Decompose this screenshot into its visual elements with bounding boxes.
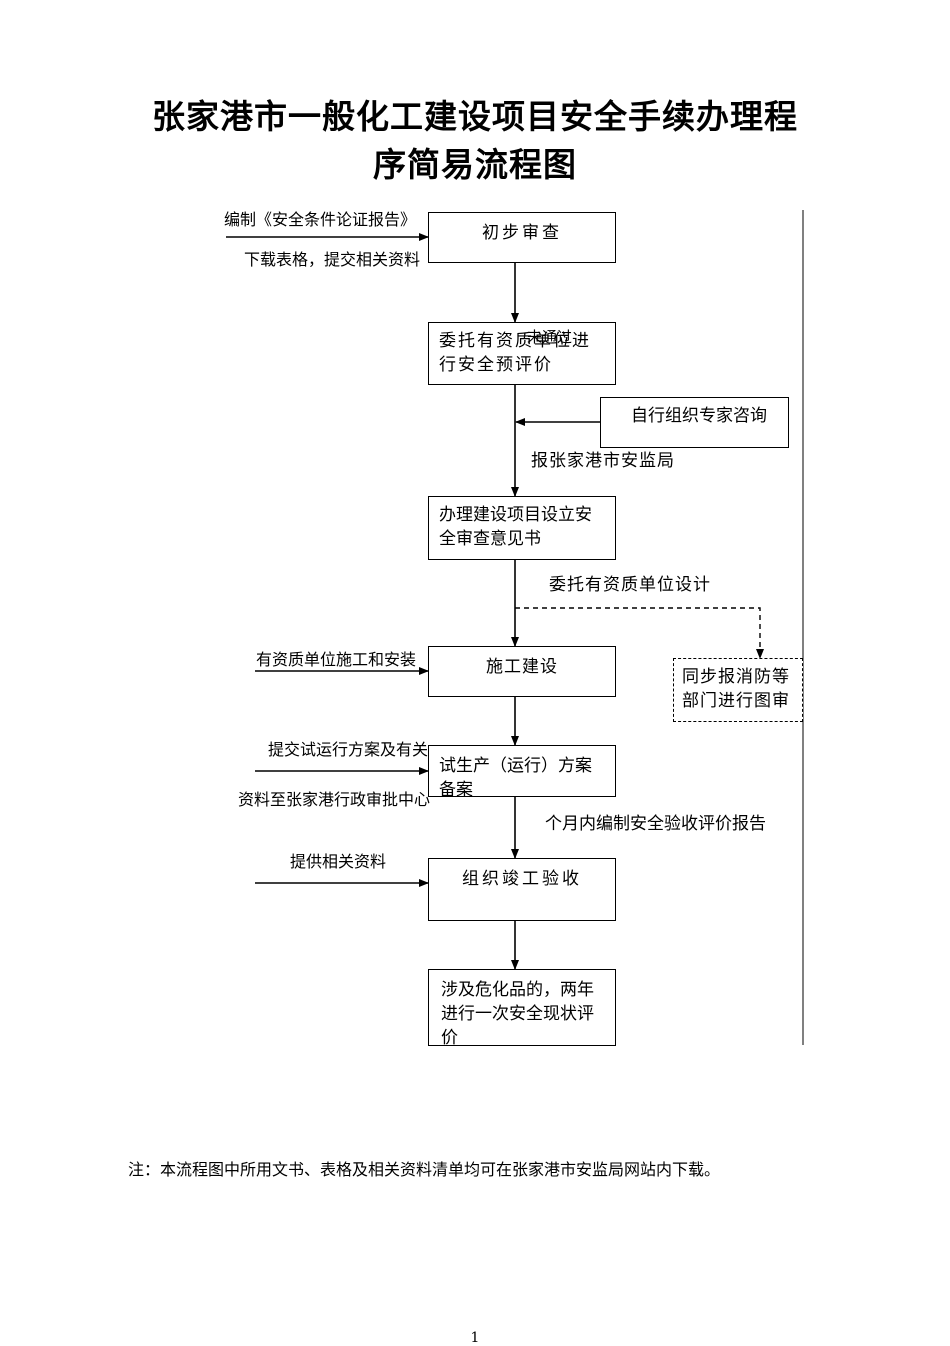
- label-download-forms: 下载表格，提交相关资料: [244, 250, 421, 269]
- label-compile-report: 编制《安全条件论证报告》: [224, 210, 417, 229]
- label-submit-trial-2: 资料至张家港行政审批中心: [238, 790, 431, 809]
- box-construction: 施工建设: [428, 646, 616, 697]
- box-review-opinion: 办理建设项目设立安全审查意见书: [428, 496, 616, 560]
- label-provide-docs: 提供相关资料: [290, 852, 387, 871]
- page-title-line-2: 序简易流程图: [373, 145, 577, 184]
- label-design: 委托有资质单位设计: [549, 575, 711, 595]
- page-number: 1: [470, 1330, 480, 1346]
- box-trial-filing: 试生产（运行）方案备案: [428, 745, 616, 800]
- box-acceptance: 组织竣工验收: [428, 858, 616, 921]
- box-fire-review: 同步报消防等部门进行图审: [673, 658, 803, 722]
- box-status-eval: 涉及危化品的，两年进行一次安全现状评价: [428, 969, 616, 1048]
- label-overlap: 未通过: [527, 328, 573, 346]
- label-report-bureau: 报张家港市安监局: [531, 451, 675, 471]
- box-pre-evaluation: 委托有资质单位进行安全预评价: [428, 322, 616, 385]
- label-acceptance-report: 个月内编制安全验收评价报告: [545, 814, 766, 834]
- box-initial-review: 初步审查: [428, 212, 616, 263]
- dashed-branch-fire-review: [515, 607, 764, 659]
- label-qualified-install: 有资质单位施工和安装: [256, 650, 417, 669]
- label-submit-trial-1: 提交试运行方案及有关: [268, 740, 429, 759]
- page-title-line-1: 张家港市一般化工建设项目安全手续办理程: [152, 97, 798, 136]
- box-expert-consult: 自行组织专家咨询: [600, 397, 789, 448]
- footnote: 注：本流程图中所用文书、表格及相关资料清单均可在张家港市安监局网站内下载。: [128, 1160, 721, 1179]
